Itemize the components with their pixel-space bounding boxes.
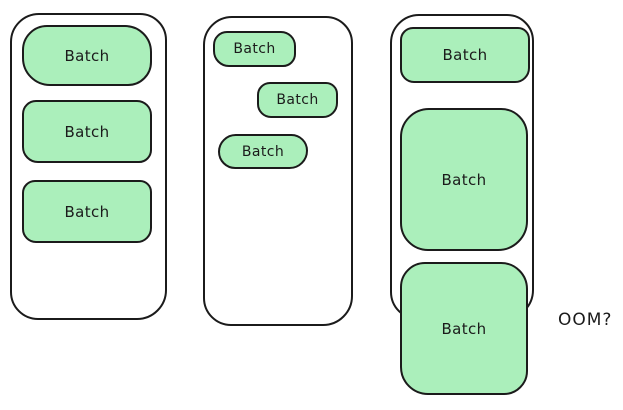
- batch-box[interactable]: Batch: [22, 25, 152, 86]
- batch-box[interactable]: Batch: [22, 180, 152, 243]
- oom-label: OOM?: [558, 310, 613, 330]
- batch-box[interactable]: Batch: [213, 31, 296, 67]
- batch-box[interactable]: Batch: [400, 262, 528, 395]
- batch-box[interactable]: Batch: [218, 134, 308, 169]
- batch-box[interactable]: Batch: [257, 82, 338, 118]
- batch-box[interactable]: Batch: [22, 100, 152, 163]
- batch-box[interactable]: Batch: [400, 27, 530, 83]
- container-uniform-batches: [10, 13, 167, 320]
- batch-box[interactable]: Batch: [400, 108, 528, 251]
- container-small-batches: [203, 16, 353, 326]
